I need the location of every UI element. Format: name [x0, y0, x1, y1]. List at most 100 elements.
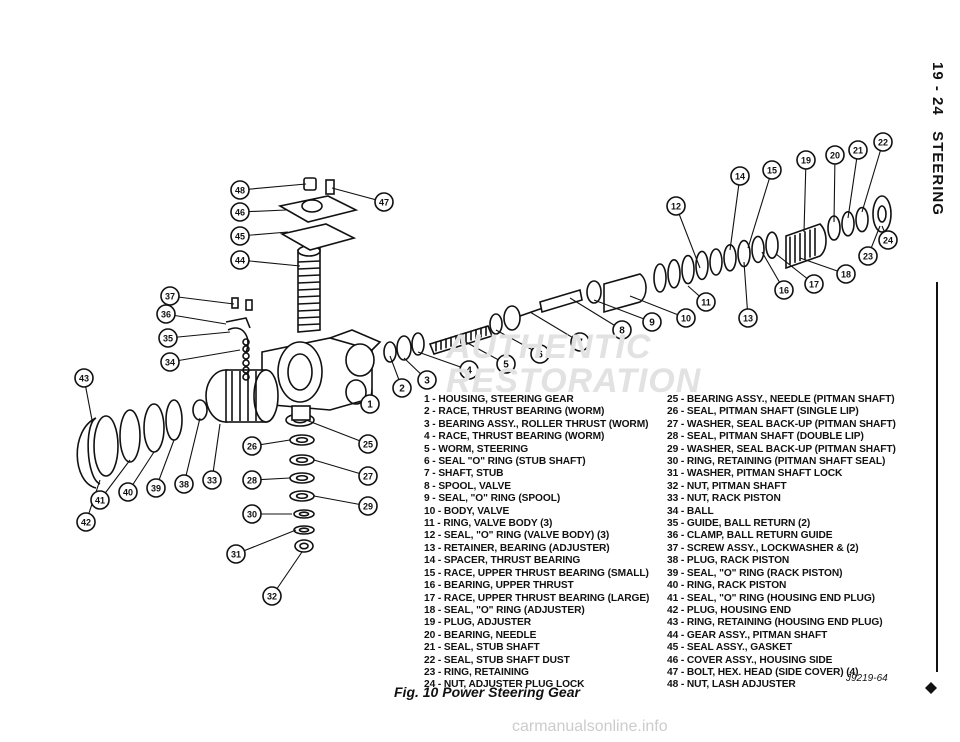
callout-24: 24	[883, 236, 893, 246]
ball-clamp	[225, 317, 251, 329]
valve-ring	[667, 258, 681, 289]
legend-item: 43 - RING, RETAINING (HOUSING END PLUG)	[667, 617, 883, 629]
callout-45: 45	[235, 232, 245, 242]
callout-31: 31	[231, 550, 241, 560]
adjuster-part	[723, 243, 737, 272]
callout-6-circle	[530, 344, 550, 364]
ball	[242, 345, 250, 353]
section-rule	[936, 282, 938, 672]
legend-item: 41 - SEAL, "O" RING (HOUSING END PLUG)	[667, 592, 875, 604]
callout-1-circle	[360, 394, 380, 414]
callout-33: 33	[207, 476, 217, 486]
callout-17: 17	[809, 280, 819, 290]
legend-item: 48 - NUT, LASH ADJUSTER	[667, 679, 796, 691]
leader-line-44	[239, 259, 301, 267]
diagram-parts	[76, 177, 892, 553]
legend-item: 27 - WASHER, SEAL BACK-UP (PITMAN SHAFT)	[667, 418, 896, 430]
side-cover-boss	[301, 199, 323, 213]
legend-item: 4 - RACE, THRUST BEARING (WORM)	[424, 431, 605, 443]
leader-line-10	[629, 295, 687, 319]
leader-line-15	[747, 169, 773, 249]
callout-17-circle	[804, 274, 824, 294]
valve-ring	[695, 250, 709, 281]
callout-6: 6	[537, 350, 543, 361]
callout-38-circle	[174, 474, 194, 494]
valve-ring	[653, 263, 667, 293]
leader-line-25	[305, 419, 369, 445]
lock-nut	[872, 195, 892, 233]
callout-46-circle	[230, 202, 250, 222]
leader-line-8	[569, 297, 623, 331]
pitman-seal	[289, 490, 315, 502]
legend-item: 1 - HOUSING, STEERING GEAR	[424, 394, 574, 405]
callout-21-circle	[848, 140, 868, 160]
callout-44-circle	[230, 250, 250, 270]
callout-16: 16	[779, 286, 789, 296]
legend-item: 42 - PLUG, HOUSING END	[667, 604, 792, 616]
callout-32: 32	[267, 592, 277, 602]
callout-7-circle	[570, 332, 590, 352]
pitman-seal-hole	[295, 474, 309, 482]
legend-item: 12 - SEAL, "O" RING (VALVE BODY) (3)	[424, 530, 610, 542]
legend-item: 24 - NUT, ADJUSTER PLUG LOCK	[424, 679, 585, 691]
callout-43-circle	[74, 368, 94, 388]
legend-item: 35 - GUIDE, BALL RETURN (2)	[667, 518, 811, 530]
lock-nut-hole	[877, 205, 887, 223]
leader-line-36	[165, 313, 227, 325]
leader-line-31	[235, 529, 297, 555]
pitman-seal-hole	[298, 527, 310, 533]
callout-48-circle	[230, 180, 250, 200]
callout-23: 23	[863, 252, 873, 262]
callout-21: 21	[853, 146, 863, 156]
callout-26-circle	[242, 436, 262, 456]
callout-40-circle	[118, 482, 138, 502]
callout-30-circle	[242, 504, 262, 524]
pitman-seal	[289, 472, 315, 484]
callout-10: 10	[681, 314, 691, 324]
callout-12-circle	[666, 196, 686, 216]
callout-42: 42	[81, 518, 91, 528]
pitman-spline	[297, 274, 321, 277]
callout-18-circle	[836, 264, 856, 284]
ball	[242, 366, 250, 374]
legend-item: 33 - NUT, RACK PISTON	[667, 493, 781, 505]
legend-item: 15 - RACE, UPPER THRUST BEARING (SMALL)	[424, 567, 649, 579]
pitman-spline	[297, 260, 321, 263]
legend-item: 38 - PLUG, RACK PISTON	[667, 555, 790, 567]
callout-5-circle	[496, 354, 516, 374]
callout-36-circle	[156, 304, 176, 324]
pitman-spline	[297, 281, 321, 284]
stub-o-ring	[489, 313, 503, 335]
callout-22-circle	[873, 132, 893, 152]
legend-item: 32 - NUT, PITMAN SHAFT	[667, 480, 787, 492]
callout-48: 48	[235, 186, 245, 196]
legend-item: 5 - WORM, STEERING	[424, 443, 529, 455]
pitman-spline	[297, 309, 321, 312]
callout-47-circle	[374, 192, 394, 212]
pitman-seal	[289, 454, 315, 466]
leader-line-19	[803, 159, 807, 233]
callout-9-circle	[642, 312, 662, 332]
guide-screw	[245, 299, 253, 311]
thrust-race	[383, 341, 397, 363]
ball-guide	[227, 327, 249, 353]
callout-32-circle	[262, 586, 282, 606]
thrust-race-2	[411, 332, 425, 356]
leader-line-9	[593, 299, 653, 323]
legend-item: 18 - SEAL, "O" RING (ADJUSTER)	[424, 604, 585, 616]
legend-item: 2 - RACE, THRUST BEARING (WORM)	[424, 406, 605, 418]
adjuster-part	[751, 235, 765, 264]
callout-3-circle	[417, 370, 437, 390]
leader-line-35	[167, 331, 231, 339]
callout-4-circle	[459, 360, 479, 380]
pitman-seal	[293, 525, 315, 535]
callout-2-circle	[392, 378, 412, 398]
callout-27: 27	[363, 472, 373, 482]
end-plug	[93, 415, 119, 477]
housing-top	[329, 329, 382, 351]
valve-body	[603, 273, 647, 314]
callout-14: 14	[735, 172, 745, 182]
legend-item: 21 - SEAL, STUB SHAFT	[424, 642, 540, 654]
